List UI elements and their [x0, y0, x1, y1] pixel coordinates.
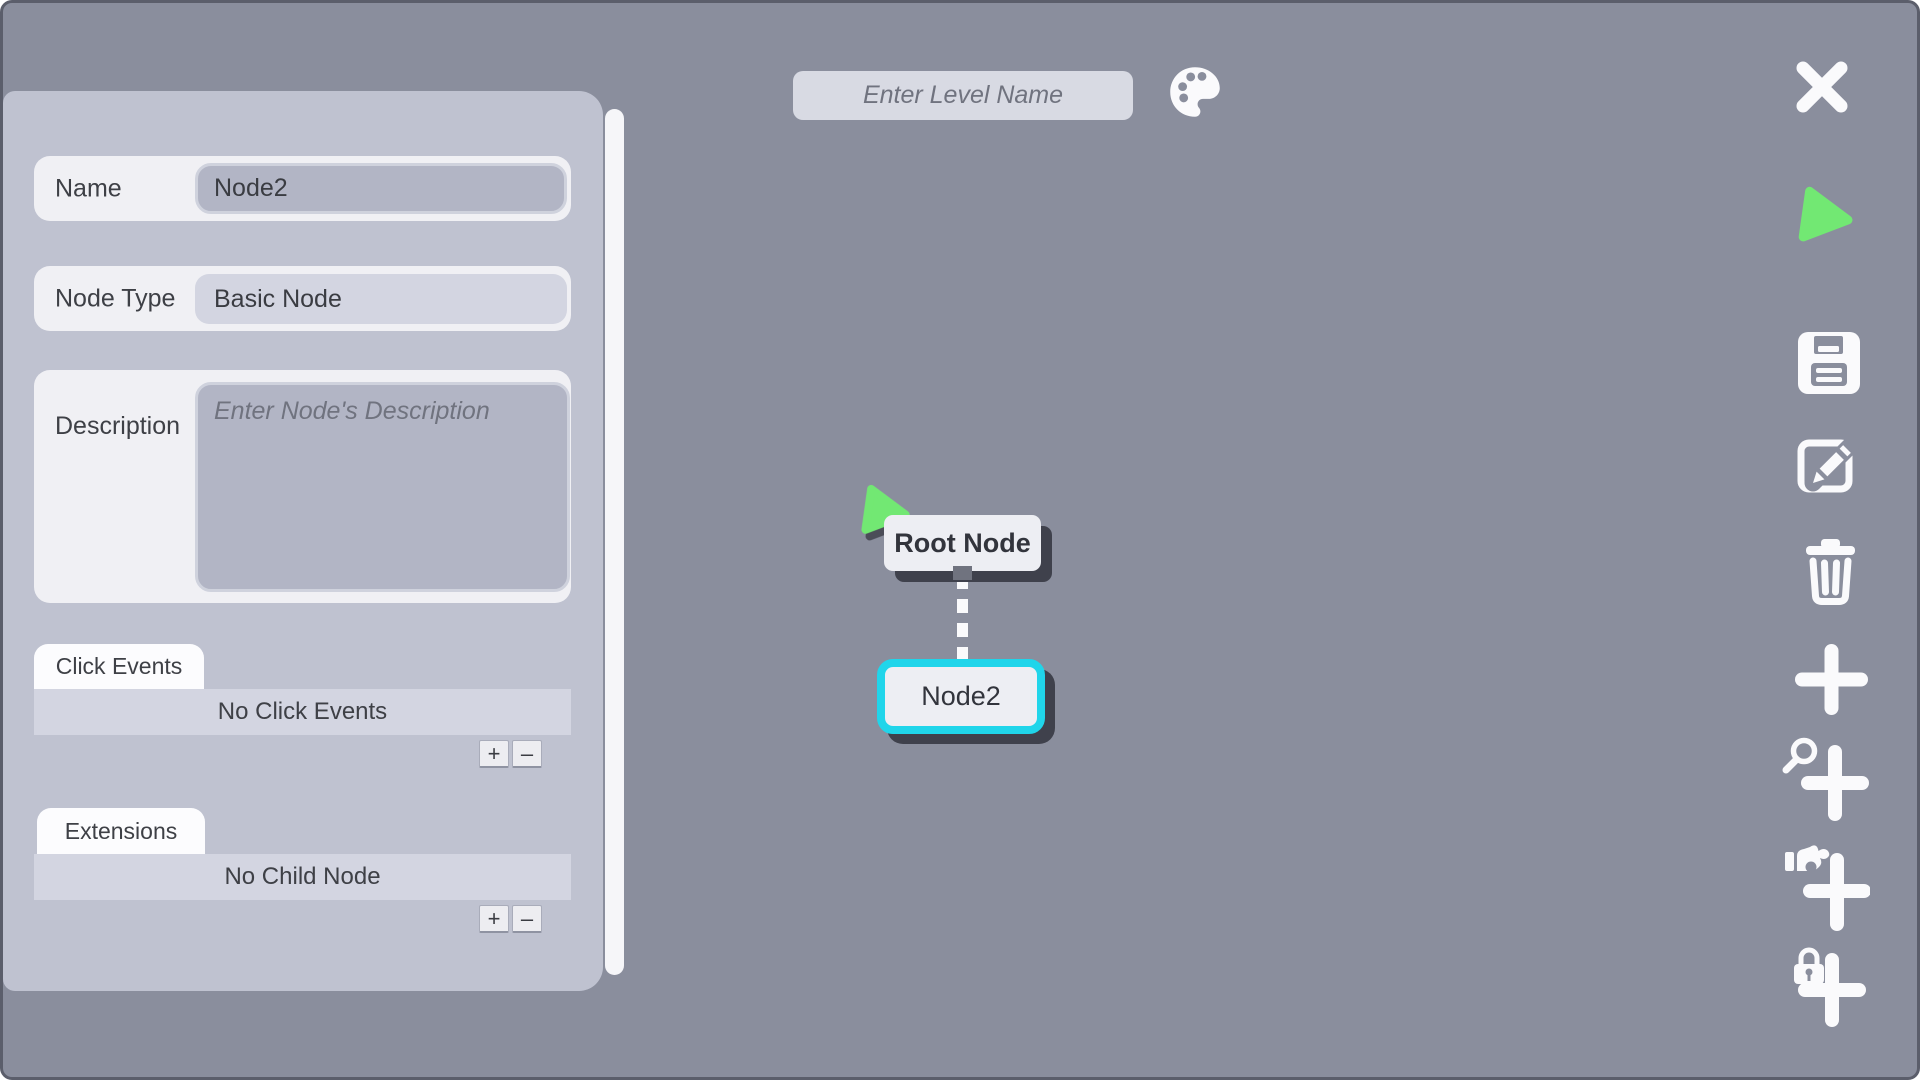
panel-scrollbar[interactable] [605, 109, 624, 975]
palette-button[interactable] [1167, 62, 1223, 122]
name-field-row: Name [34, 156, 571, 221]
node-link-dashed-line [957, 575, 968, 665]
extensions-add-button[interactable]: + [479, 905, 509, 933]
tab-extensions[interactable]: Extensions [37, 808, 205, 854]
name-input[interactable] [195, 163, 567, 214]
node-type-label: Node Type [55, 284, 176, 312]
add-zoom-button[interactable] [1779, 736, 1869, 824]
level-name-input[interactable] [793, 71, 1133, 120]
tab-click-events[interactable]: Click Events [34, 644, 204, 689]
child-node-selected[interactable]: Node2 [877, 659, 1045, 734]
tab-click-events-label: Click Events [55, 653, 183, 679]
close-icon [1791, 61, 1853, 121]
description-label: Description [55, 412, 181, 440]
node-connector-stub [953, 566, 972, 580]
edit-icon [1796, 436, 1860, 499]
plus-icon [1795, 644, 1868, 718]
click-events-remove-button[interactable]: – [512, 740, 542, 768]
description-field-row: Description [34, 370, 571, 603]
hand-plus-icon [1782, 845, 1871, 934]
name-label: Name [55, 174, 122, 202]
play-icon [1794, 186, 1854, 255]
save-button[interactable] [1798, 332, 1860, 397]
play-button[interactable] [1794, 182, 1860, 254]
click-events-empty-label: No Click Events [217, 698, 388, 725]
node-type-field-row: Node Type Basic Node [34, 266, 571, 331]
close-button[interactable] [1791, 56, 1853, 121]
add-node-button[interactable] [1795, 644, 1868, 718]
extensions-remove-button[interactable]: – [512, 905, 542, 933]
magnifier-plus-icon [1779, 737, 1869, 824]
add-move-button[interactable] [1782, 839, 1871, 934]
save-icon [1798, 332, 1860, 397]
delete-button[interactable] [1799, 539, 1862, 611]
tab-extensions-label: Extensions [64, 817, 178, 844]
description-input[interactable] [195, 382, 570, 592]
lock-plus-icon [1793, 947, 1868, 1032]
palette-icon [1167, 67, 1223, 125]
add-locked-button[interactable] [1793, 945, 1868, 1032]
root-node[interactable]: Root Node [884, 515, 1041, 571]
extensions-empty-row: No Child Node [34, 854, 571, 900]
click-events-add-button[interactable]: + [479, 740, 509, 768]
edit-button[interactable] [1796, 430, 1860, 499]
root-node-label: Root Node [894, 527, 1031, 558]
node-type-select[interactable]: Basic Node [195, 274, 567, 324]
click-events-empty-row: No Click Events [34, 689, 571, 735]
trash-icon [1799, 539, 1862, 611]
extensions-empty-label: No Child Node [224, 863, 381, 890]
child-node-label: Node2 [921, 681, 1001, 711]
node-inspector-panel: Name Node Type Basic Node Description Cl… [3, 91, 603, 991]
